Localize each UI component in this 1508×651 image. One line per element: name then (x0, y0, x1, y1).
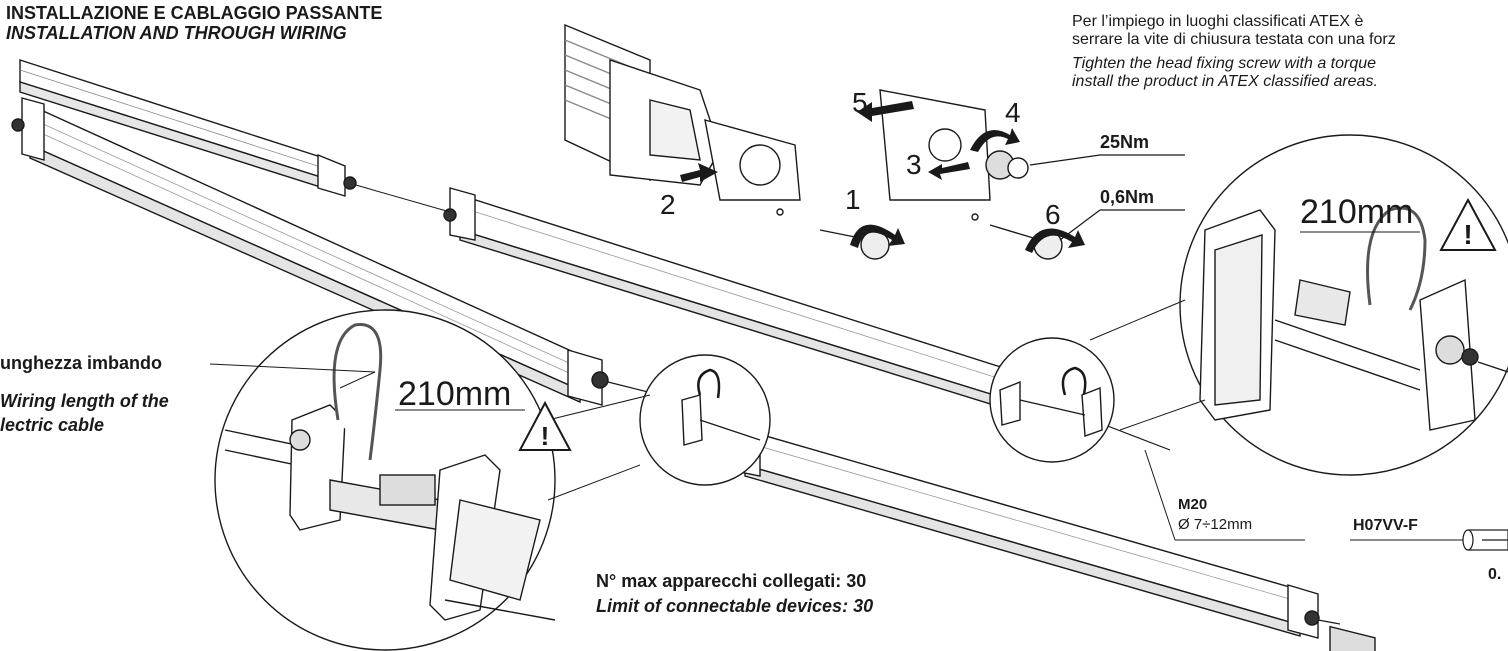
max-devices-it: N° max apparecchi collegati: 30 (596, 571, 867, 591)
max-devices-en: Limit of connectable devices: 30 (596, 596, 874, 616)
detail-circle-middle (639, 354, 771, 486)
gland-thread: M20 (1178, 496, 1208, 513)
atex-note-en-1: Tighten the head fixing screw with a tor… (1072, 55, 1377, 72)
detail-circle-right (1179, 134, 1508, 651)
step-arrows (680, 101, 1085, 253)
warning-icon: ! (518, 400, 572, 451)
cable-type: H07VV-F (1353, 517, 1418, 534)
warning-icon: ! (1439, 197, 1497, 251)
cable-section: 0. (1488, 566, 1502, 583)
atex-note-it-1: Per l’impiego in luoghi classificati ATE… (1072, 13, 1364, 30)
atex-note-en-2: install the product in ATEX classified a… (1072, 73, 1378, 90)
cable-length-right: 210mm (1300, 193, 1414, 231)
step-3-label: 3 (906, 149, 922, 180)
wiring-length-en-2: lectric cable (0, 415, 105, 435)
step-6-label: 6 (1045, 199, 1061, 230)
step-5-label: 5 (852, 87, 868, 118)
step-1-label: 1 (845, 184, 861, 215)
atex-note-it-2: serrare la vite di chiusura testata con … (1072, 31, 1396, 48)
gland-diameter: Ø 7÷12mm (1178, 516, 1253, 533)
torque-gland: 25Nm (1100, 132, 1150, 152)
step-2-label: 2 (660, 189, 676, 220)
wiring-length-it: unghezza imbando (0, 353, 162, 373)
warning-mark-left: ! (541, 421, 550, 451)
cable-length-left: 210mm (398, 375, 512, 413)
cable-symbol (1462, 529, 1508, 551)
torque-screw: 0,6Nm (1100, 187, 1155, 207)
title-italian: INSTALLAZIONE E CABLAGGIO PASSANTE (6, 3, 383, 23)
luminaire-far-top (19, 59, 381, 197)
torque-leaders (1029, 154, 1185, 241)
title-english: INSTALLATION AND THROUGH WIRING (6, 23, 347, 43)
detail-circle-small-right (989, 337, 1115, 463)
callout-lines (209, 231, 1508, 541)
step-4-label: 4 (1005, 97, 1021, 128)
head-exploded-view (564, 23, 1063, 260)
warning-mark-right: ! (1463, 219, 1472, 250)
wiring-length-en-1: Wiring length of the (0, 391, 169, 411)
detail-circle-left (214, 309, 556, 651)
